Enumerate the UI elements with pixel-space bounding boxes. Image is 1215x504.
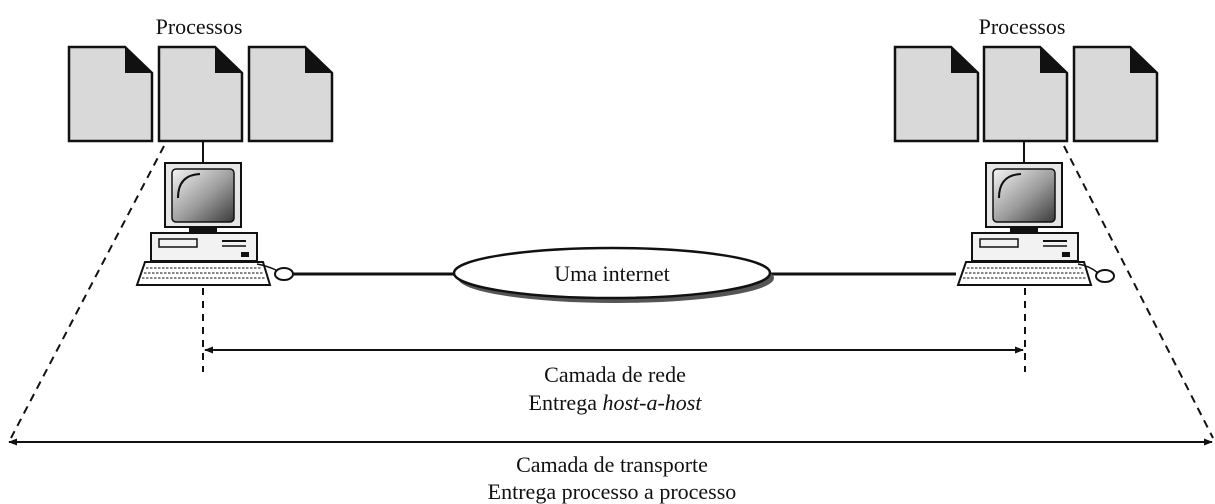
transport-layer-left-guide	[10, 145, 165, 439]
process-document-icon	[1072, 45, 1159, 143]
transport-layer-right-guide	[1063, 145, 1214, 439]
right-processes-label: Processos	[979, 14, 1066, 39]
internet-cloud	[452, 246, 774, 303]
process-document-icon	[893, 45, 980, 143]
process-document-icon	[67, 45, 154, 143]
right-computer-icon	[956, 162, 1115, 286]
process-document-icon	[982, 45, 1069, 143]
network-layer-delivery-prefix: Entrega	[529, 390, 603, 415]
left-process-documents	[67, 45, 334, 143]
process-document-icon	[157, 45, 244, 143]
process-document-icon	[247, 45, 334, 143]
transport-layer-title: Camada de transporte	[516, 452, 708, 477]
internet-label: Uma internet	[554, 261, 669, 286]
right-process-documents	[893, 45, 1159, 143]
network-layer-delivery: Entrega host-a-host	[529, 390, 703, 415]
left-processes-label: Processos	[156, 14, 243, 39]
network-layer-title: Camada de rede	[544, 362, 686, 387]
transport-layer-delivery: Entrega processo a processo	[488, 479, 737, 504]
network-layer-delivery-term: host-a-host	[602, 390, 702, 415]
left-computer-icon	[135, 162, 294, 286]
